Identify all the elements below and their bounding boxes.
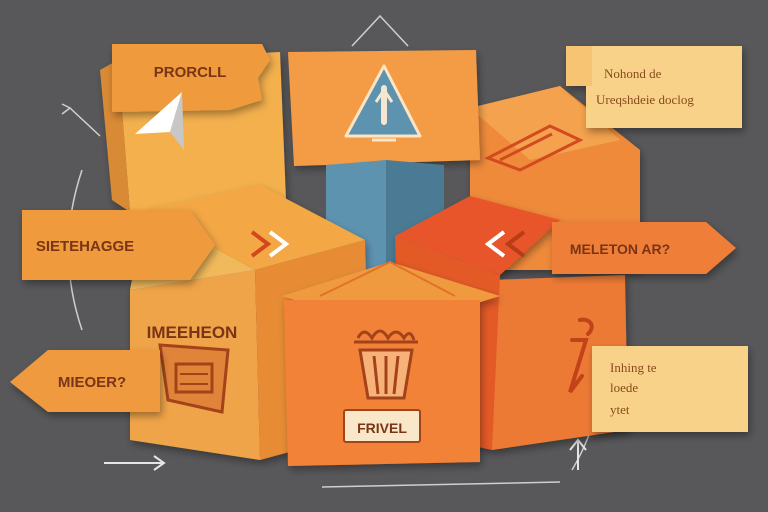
top-tag-label: PRORCLL (154, 64, 227, 81)
fire-bin-icon (354, 329, 418, 400)
left-tag: SIETEHAGGE (22, 210, 215, 280)
bin-label: FRIVEL (357, 420, 407, 436)
cube-face-label: IMEEHEON (147, 323, 238, 342)
pointer-arrow-icon (135, 92, 184, 150)
tag-outline-icon (484, 124, 584, 172)
note-top-right-line-2: Ureqshdeie doclog (596, 92, 694, 107)
warning-triangle-icon (344, 64, 422, 142)
note-bottom-right-line-1: Inhing te (610, 360, 657, 375)
bin-label-plate: FRIVEL (343, 409, 421, 443)
bottom-left-tag: MIEOER? (10, 350, 160, 412)
right-tag: MELETON AR? (552, 222, 736, 274)
lightning-hook-icon (568, 317, 594, 394)
note-bottom-right-line-2: loede (610, 380, 638, 395)
crate-icon (158, 343, 230, 414)
bottom-left-tag-label: MIEOER? (58, 374, 126, 391)
chevron-left-icon (484, 230, 526, 258)
arrow-right-icon (104, 455, 166, 471)
top-tag: PRORCLL (112, 44, 270, 112)
note-top-right: Nohond de Ureqshdeie doclog (566, 46, 742, 128)
right-tag-label: MELETON AR? (570, 241, 670, 257)
note-bottom-right-line-3: ytet (610, 402, 630, 417)
note-bottom-right: Inhing te loede ytet (592, 346, 748, 432)
left-tag-label: SIETEHAGGE (36, 238, 134, 255)
chevron-right-icon (250, 230, 290, 258)
note-top-right-line-1: Nohond de (604, 66, 662, 81)
arrow-up-icon (569, 438, 587, 470)
